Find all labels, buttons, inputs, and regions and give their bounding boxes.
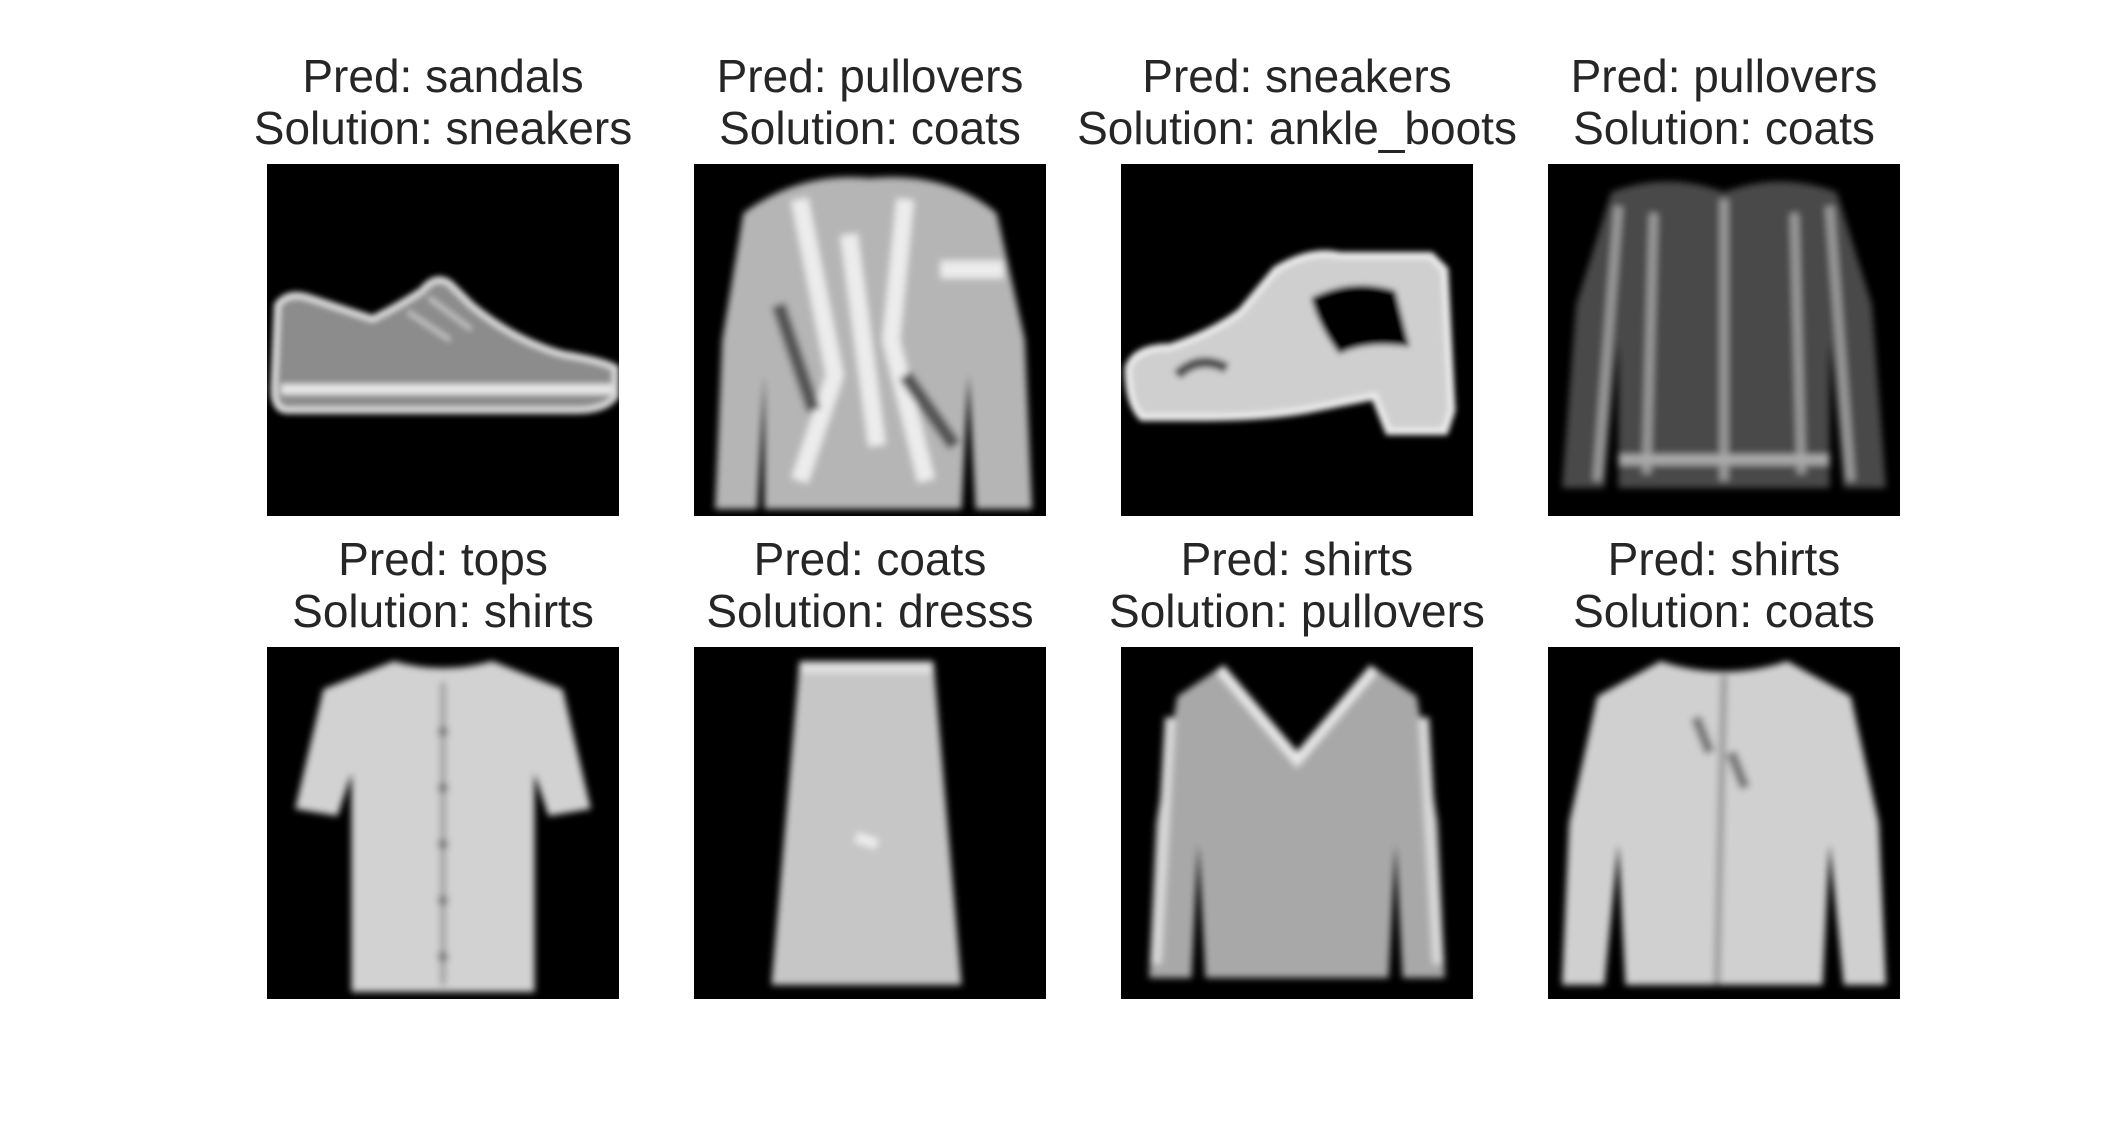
cardigan-icon: [1548, 164, 1900, 516]
jacket-icon: [694, 164, 1046, 516]
pred-label: Pred: pullovers: [716, 50, 1024, 102]
solution-label: Solution: dresss: [706, 585, 1034, 637]
panel-title: Pred: shirts Solution: coats: [1408, 533, 2040, 637]
shoe-icon: [1121, 164, 1473, 516]
solution-label: Solution: pullovers: [1109, 585, 1485, 637]
sweater-icon: [1121, 647, 1473, 999]
pred-label: Pred: shirts: [1180, 533, 1414, 585]
solution-label: Solution: coats: [1573, 585, 1875, 637]
shirt-icon: [267, 647, 619, 999]
pred-label: Pred: tops: [338, 533, 548, 585]
pred-label: Pred: sneakers: [1142, 50, 1452, 102]
panel-title: Pred: pullovers Solution: coats: [554, 50, 1186, 154]
solution-label: Solution: ankle_boots: [1077, 102, 1517, 154]
panel-title: Pred: coats Solution: dresss: [554, 533, 1186, 637]
solution-label: Solution: sneakers: [253, 102, 633, 154]
panel-title: Pred: pullovers Solution: coats: [1408, 50, 2040, 154]
panel-title: Pred: shirts Solution: pullovers: [981, 533, 1613, 637]
coat-icon: [1548, 647, 1900, 999]
pred-label: Pred: sandals: [302, 50, 584, 102]
solution-label: Solution: shirts: [292, 585, 594, 637]
pred-label: Pred: pullovers: [1570, 50, 1878, 102]
solution-label: Solution: coats: [719, 102, 1021, 154]
panel-title: Pred: sandals Solution: sneakers: [127, 50, 759, 154]
dress-icon: [694, 647, 1046, 999]
solution-label: Solution: coats: [1573, 102, 1875, 154]
pred-label: Pred: shirts: [1607, 533, 1841, 585]
pred-label: Pred: coats: [753, 533, 987, 585]
sneaker-icon: [267, 164, 619, 516]
panel-title: Pred: sneakers Solution: ankle_boots: [981, 50, 1613, 154]
panel-title: Pred: tops Solution: shirts: [127, 533, 759, 637]
